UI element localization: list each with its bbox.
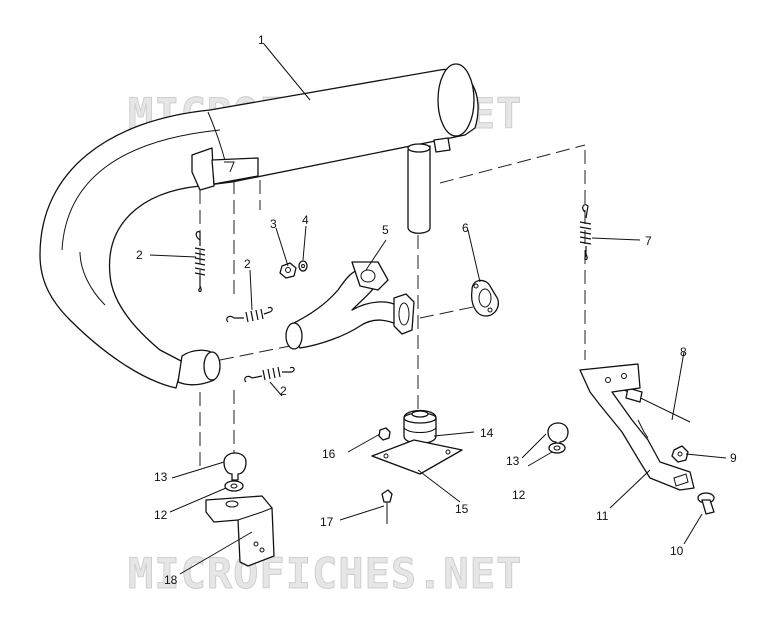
callout-3: 3 (270, 217, 277, 231)
grommet-left (223, 452, 247, 481)
callout-4: 4 (302, 213, 309, 227)
rear-nut (671, 445, 689, 463)
bolt (697, 492, 715, 515)
grommet-right (547, 422, 569, 447)
isolator-mount (403, 409, 437, 445)
callout-16: 16 (322, 447, 336, 461)
mount-nut (378, 427, 391, 441)
callout-13: 13 (506, 454, 520, 468)
stud (381, 489, 393, 524)
callout-10: 10 (670, 544, 684, 558)
front-bracket (205, 495, 275, 567)
rear-bracket (579, 363, 695, 491)
callout-14: 14 (480, 426, 494, 440)
callout-15: 15 (455, 502, 469, 516)
spring-upper (226, 306, 273, 323)
leader-lines (149, 43, 727, 575)
callout-7: 7 (645, 234, 652, 248)
callout-12: 12 (154, 508, 168, 522)
callout-18: 18 (164, 573, 178, 587)
muffler (39, 63, 479, 389)
gasket (470, 279, 500, 317)
callout-8: 8 (680, 345, 687, 359)
spring-vertical (194, 231, 206, 293)
callout-11: 11 (596, 509, 609, 523)
mount-plate (371, 439, 463, 475)
watermark-bottom: MICROFICHES.NET (128, 549, 522, 598)
callout-2: 2 (244, 257, 251, 271)
callout-12: 12 (512, 488, 526, 502)
callout-1: 1 (258, 33, 265, 47)
callout-9: 9 (730, 451, 737, 465)
callout-5: 5 (382, 223, 389, 237)
washer (298, 260, 308, 272)
spring-rear (579, 204, 592, 261)
nut (279, 262, 297, 279)
callout-2: 2 (280, 384, 287, 398)
washer-left (224, 480, 244, 492)
washer-right (548, 442, 566, 454)
cable (619, 387, 691, 423)
callout-6: 6 (462, 221, 469, 235)
callout-13: 13 (154, 470, 168, 484)
y-pipe-manifold (285, 261, 415, 350)
callout-17: 17 (320, 515, 334, 529)
callout-2: 2 (136, 248, 143, 262)
spring-lower (244, 366, 295, 383)
